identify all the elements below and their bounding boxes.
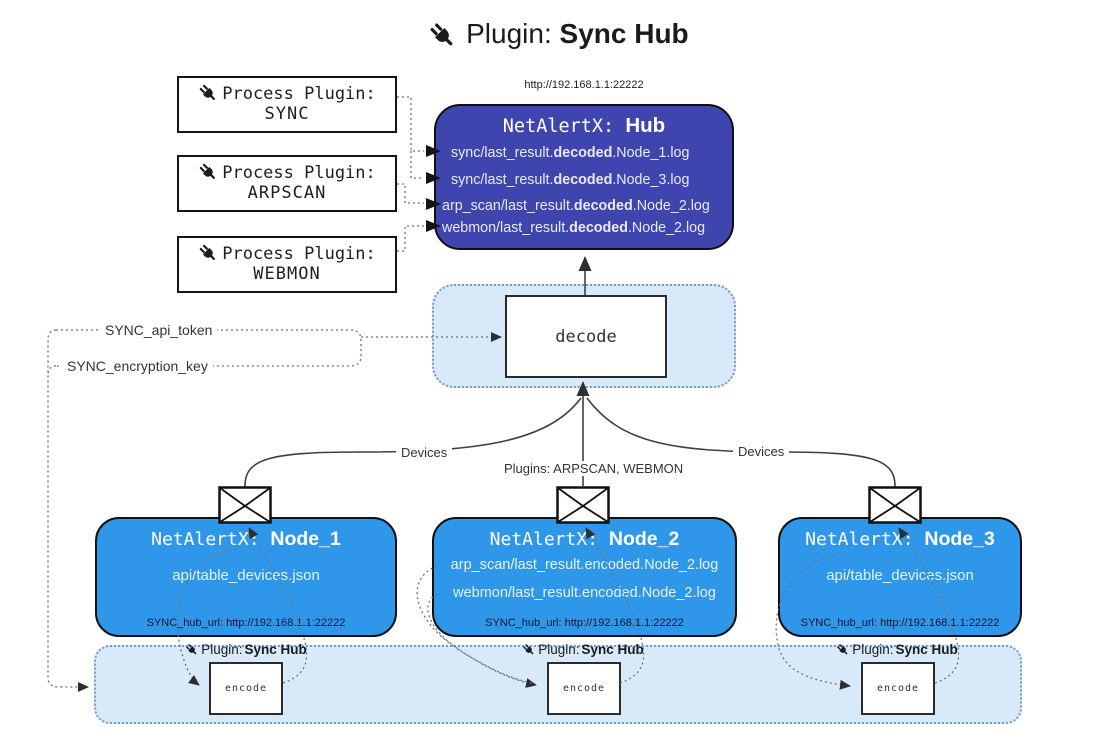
sync-encryption-key-label: SYNC_encryption_key [62,358,213,374]
process-plugin-label: Process Plugin: [222,83,376,104]
plug-icon [199,84,216,101]
node-line: api/table_devices.json [826,567,974,584]
process-plugin-line: Process Plugin: [179,162,395,183]
title-name: Sync Hub [559,18,689,49]
encode-label: encode [224,683,268,694]
process-plugin-label: Process Plugin: [222,243,376,264]
node-hub-url: SYNC_hub_url: http://192.168.1.1:22222 [485,617,684,629]
node-hub-url: SYNC_hub_url: http://192.168.1.1:22222 [146,617,346,629]
process-plugin-label: Process Plugin: [222,162,376,183]
plug-icon [186,643,197,654]
decode-box: decode [505,295,667,378]
plug-icon [199,163,216,180]
node-box-node1: NetAlertX: Node_1 api/table_devices.json… [95,517,397,637]
encode-box: encode [547,662,621,715]
encode-box: encode [861,662,935,715]
node-box-node3: NetAlertX: Node_3 api/table_devices.json… [778,517,1022,637]
decode-label: decode [555,326,617,347]
process-plugin-line: Process Plugin: [179,243,395,264]
node-line: api/table_devices.json [172,567,320,584]
node-hub-url: SYNC_hub_url: http://192.168.1.1:22222 [800,617,1000,629]
process-plugin-box-webmon: Process Plugin: WEBMON [177,236,397,293]
node-title: NetAlertX: Node_1 [151,528,341,550]
band-plugin-label: Plugin: Sync Hub [817,642,977,657]
node-title: NetAlertX: Node_2 [489,528,680,550]
process-plugin-line: Process Plugin: [179,83,395,104]
hub-log-line: sync/last_result.decoded.Node_3.log [451,172,690,188]
band-plugin-label: Plugin: Sync Hub [166,642,326,657]
plug-icon [430,23,453,45]
envelope-icon [556,486,610,524]
process-plugin-box-arpscan: Process Plugin: ARPSCAN [177,155,397,212]
band-plugin-label: Plugin: Sync Hub [503,642,663,657]
process-plugin-name: ARPSCAN [247,183,327,203]
devices-label-right: Devices [733,444,790,459]
hub-url-label: http://192.168.1.1:22222 [524,79,644,91]
node-title: NetAlertX: Node_3 [805,528,995,550]
hub-log-line: sync/last_result.decoded.Node_1.log [451,145,690,161]
title-prefix: Plugin: [466,18,560,49]
hub-title-prefix: NetAlertX: [502,116,626,137]
encode-label: encode [562,683,606,694]
process-plugin-name: SYNC [264,104,310,124]
process-plugin-box-sync: Process Plugin: SYNC [177,76,397,133]
encode-box: encode [209,662,283,715]
process-plugin-name: WEBMON [253,264,321,284]
sync-api-token-label: SYNC_api_token [100,322,218,338]
envelope-icon [218,486,272,524]
node-line: arp_scan/last_result.encoded.Node_2.log [450,557,719,573]
hub-title: NetAlertX: Hub [436,114,732,138]
node-box-node2: NetAlertX: Node_2 arp_scan/last_result.e… [432,517,737,637]
envelope-icon [868,486,922,524]
hub-log-line: webmon/last_result.decoded.Node_2.log [442,220,706,236]
plugins-label: Plugins: ARPSCAN, WEBMON [499,461,689,476]
devices-label-left: Devices [396,445,453,460]
node-line: webmon/last_result.encoded.Node_2.log [453,585,716,601]
hub-log-line: arp_scan/last_result.decoded.Node_2.log [442,198,710,214]
page-title: Plugin: Sync Hub [0,18,1117,51]
encode-label: encode [876,683,920,694]
hub-box: NetAlertX: Hub sync/last_result.decoded.… [434,104,734,250]
plug-icon [837,643,848,654]
hub-title-name: Hub [625,114,666,137]
plug-icon [523,643,534,654]
plug-icon [199,244,216,261]
